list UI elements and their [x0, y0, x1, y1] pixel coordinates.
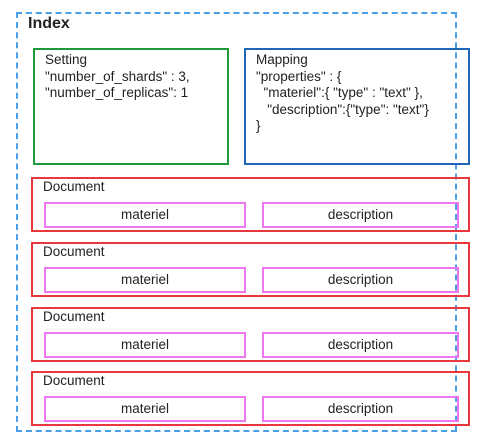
setting-shards-line: "number_of_shards" : 3, [45, 68, 190, 84]
mapping-materiel-line: "materiel":{ "type" : "text" }, [256, 85, 423, 100]
mapping-description-line: "description":{"type": "text"} [256, 101, 429, 117]
mapping-title: Mapping [256, 52, 308, 67]
field-description: description [262, 396, 459, 422]
document-box: Document materiel description [31, 177, 470, 232]
field-materiel: materiel [44, 332, 246, 358]
setting-box: Setting "number_of_shards" : 3, "number_… [33, 48, 229, 165]
mapping-properties-line: "properties" : { [256, 68, 342, 84]
document-label: Document [43, 179, 105, 194]
field-materiel: materiel [44, 396, 246, 422]
document-label: Document [43, 309, 105, 324]
index-container [16, 12, 457, 432]
index-title: Index [28, 15, 70, 32]
field-description: description [262, 332, 459, 358]
setting-replicas-line: "number_of_replicas": 1 [45, 85, 189, 100]
mapping-box: Mapping "properties" : { "materiel":{ "t… [244, 48, 470, 165]
document-box: Document materiel description [31, 242, 470, 297]
document-label: Document [43, 373, 105, 388]
mapping-close-line: } [256, 118, 261, 133]
field-description: description [262, 267, 459, 293]
setting-title: Setting [45, 52, 88, 67]
field-description: description [262, 202, 459, 228]
document-label: Document [43, 244, 105, 259]
document-box: Document materiel description [31, 307, 470, 362]
document-box: Document materiel description [31, 371, 470, 426]
field-materiel: materiel [44, 202, 246, 228]
field-materiel: materiel [44, 267, 246, 293]
